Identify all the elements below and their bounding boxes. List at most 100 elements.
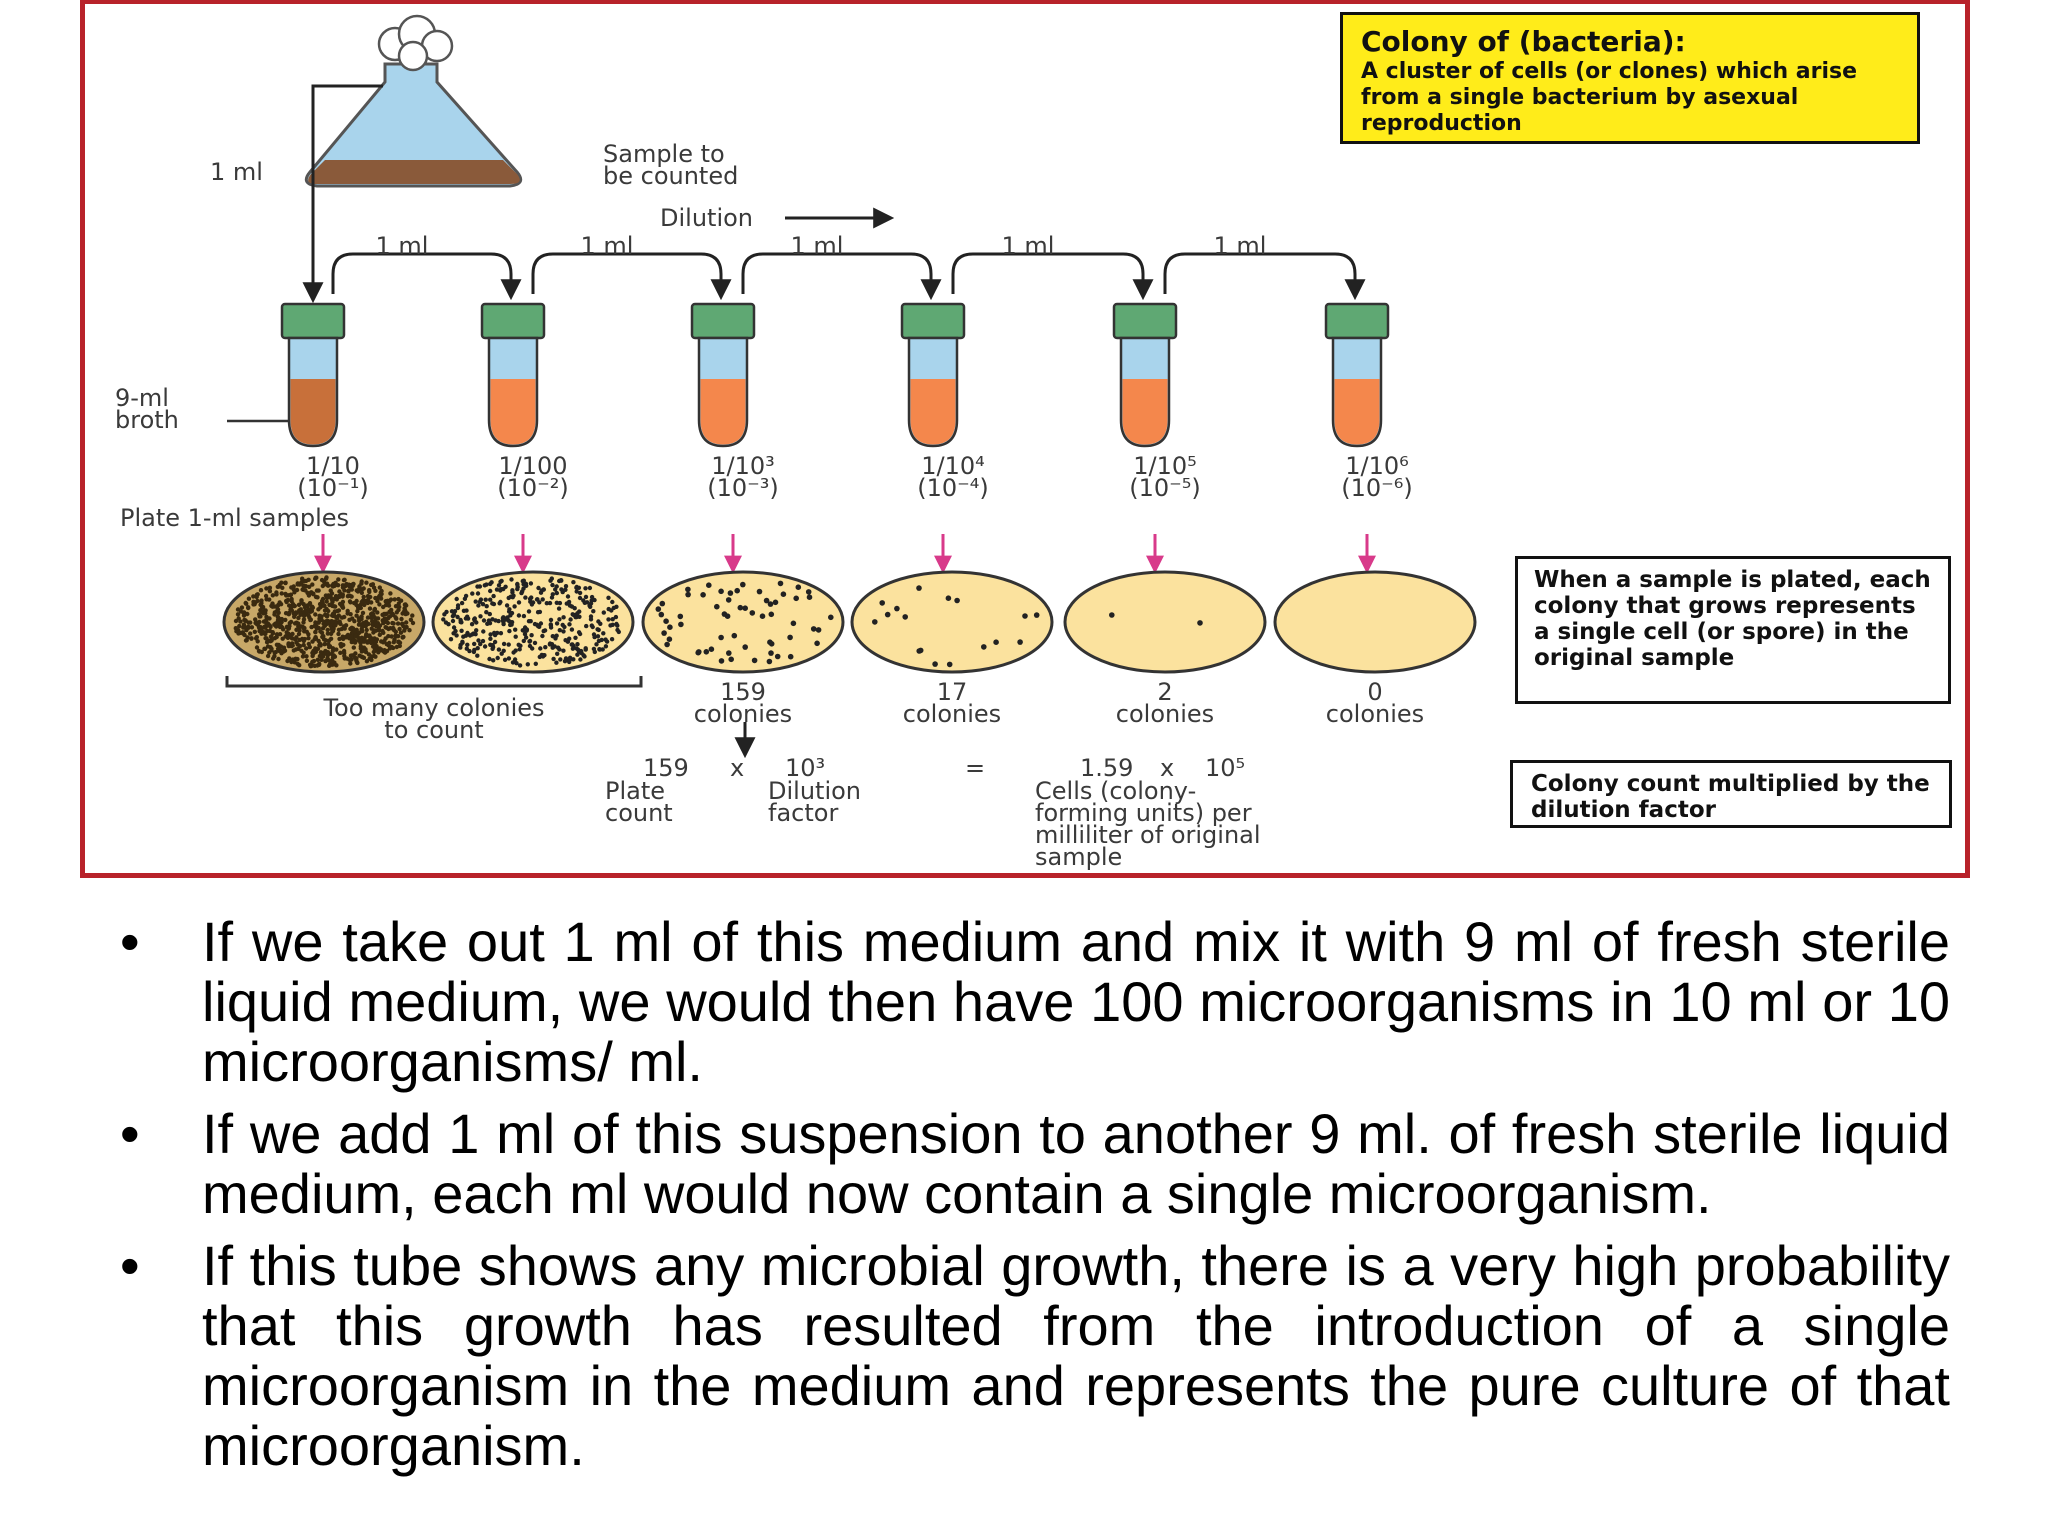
colony-dot: [332, 604, 338, 609]
colony-dot: [513, 627, 518, 632]
colony-dot: [448, 637, 454, 642]
colony-dot: [497, 601, 502, 606]
colony-dot: [490, 646, 495, 651]
colony-dot: [601, 631, 606, 636]
colony-dot: [304, 654, 309, 659]
colony-dot: [529, 633, 534, 638]
plate-dish: [1273, 570, 1477, 674]
colony-dot: [661, 630, 667, 636]
colony-dot: [303, 578, 309, 584]
tube-dilution-power: (10⁻⁵): [1129, 474, 1201, 502]
colony-dot: [613, 614, 619, 620]
colony-dot: [364, 619, 369, 624]
count-note-box: Colony count multiplied by the dilution …: [1510, 760, 1952, 828]
test-tube: 1/10(10⁻¹): [280, 302, 369, 574]
colony-dot: [571, 657, 576, 662]
colony-dot: [563, 584, 569, 589]
colony-dot: [389, 607, 394, 613]
colony-dot: [235, 612, 241, 617]
colony-dot: [487, 656, 492, 662]
colony-dot: [310, 659, 315, 665]
colony-dot: [347, 657, 352, 662]
broth-label-1: 9-ml: [115, 384, 169, 412]
tube-dilution-fraction: 1/10⁶: [1345, 452, 1409, 480]
colony-dot: [371, 644, 376, 649]
colony-dot: [381, 620, 386, 626]
colony-dot: [485, 621, 490, 626]
colony-dot: [289, 635, 294, 641]
bullet-item: •If we take out 1 ml of this medium and …: [120, 912, 1950, 1092]
colony-dot: [331, 611, 337, 616]
colony-dot: [408, 617, 414, 622]
colony-dot: [945, 595, 952, 601]
colony-dot: [259, 598, 264, 603]
plated-note-box: When a sample is plated, each colony tha…: [1515, 556, 1951, 704]
colony-dot: [274, 642, 280, 647]
colony-dot: [310, 639, 315, 644]
colony-dot: [290, 643, 295, 648]
colony-dot: [554, 660, 559, 665]
colony-dot: [327, 644, 332, 650]
calc-dilution-label-2: factor: [768, 799, 838, 827]
colony-dot: [529, 602, 535, 607]
colony-dot: [522, 631, 528, 637]
colony-dot: [601, 610, 606, 615]
plate-dish: [1063, 570, 1267, 674]
colony-dot: [255, 639, 260, 644]
bullet-icon: •: [120, 910, 140, 973]
colony-dot: [554, 590, 559, 596]
colony-dot: [793, 595, 799, 602]
colony-dot: [463, 616, 469, 621]
colony-dot: [285, 631, 290, 636]
colony-dot: [280, 636, 285, 641]
colony-dot: [391, 621, 396, 626]
colony-dot: [262, 625, 267, 630]
colony-dot: [469, 622, 475, 627]
colony-dot: [336, 631, 341, 637]
colony-dot: [565, 594, 571, 599]
colony-dot: [488, 588, 493, 594]
colony-dot: [362, 637, 367, 642]
colony-dot: [490, 601, 495, 606]
transfer-arrow: [1163, 252, 1366, 301]
colony-dot: [488, 632, 493, 637]
colony-dot: [498, 588, 503, 593]
colony-dot: [731, 632, 738, 639]
colony-dot: [590, 624, 595, 630]
colony-dot: [315, 663, 320, 668]
colony-dot: [575, 611, 580, 616]
colony-dot: [404, 620, 409, 625]
colony-dot: [401, 609, 407, 614]
colony-dot: [336, 593, 342, 599]
colony-dot: [372, 607, 377, 613]
colony-dot: [517, 663, 523, 668]
colony-dot: [595, 634, 601, 639]
colony-dot: [349, 594, 354, 599]
colony-dot: [506, 656, 512, 661]
colony-dot: [258, 588, 264, 593]
colony-dot: [338, 641, 344, 647]
colony-dot: [339, 615, 345, 620]
colony-dot: [894, 605, 900, 612]
flask-label-2: be counted: [603, 162, 738, 190]
colony-dot: [312, 623, 317, 629]
calc-result-label-4: sample: [1035, 843, 1122, 871]
colony-dot: [454, 633, 459, 638]
colony-dot: [540, 633, 545, 639]
bullet-icon: •: [120, 1102, 140, 1165]
colony-dot: [372, 615, 377, 620]
colony-dot: [667, 624, 673, 630]
colony-dot: [458, 619, 463, 625]
colony-dot: [237, 623, 242, 629]
colony-dot: [233, 626, 238, 631]
colony-dot: [256, 624, 261, 629]
colony-dot: [569, 604, 575, 609]
colony-dot: [395, 621, 401, 626]
colony-dot: [376, 650, 381, 655]
colony-dot: [509, 622, 514, 627]
plate-colony-count: 0: [1367, 678, 1382, 706]
colony-dot: [666, 636, 673, 642]
colony-dot: [740, 581, 746, 588]
colony-dot: [532, 640, 538, 646]
